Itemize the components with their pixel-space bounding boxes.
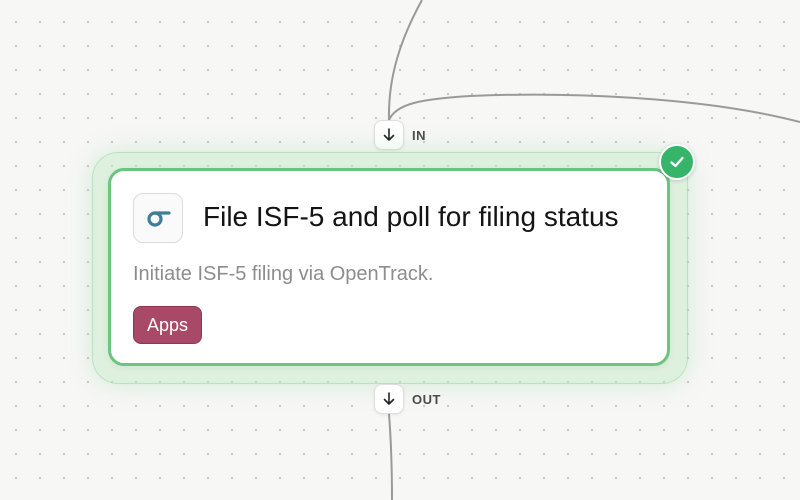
input-port-button[interactable]	[374, 120, 404, 150]
opentrack-app-icon	[133, 193, 183, 243]
check-icon	[670, 156, 684, 168]
workflow-node-card[interactable]: File ISF-5 and poll for filing status In…	[108, 168, 670, 366]
input-port-label: IN	[412, 127, 426, 143]
node-description: Initiate ISF-5 filing via OpenTrack.	[133, 263, 434, 285]
outgoing-edge[interactable]	[388, 413, 393, 500]
input-port: IN	[374, 120, 426, 150]
status-success-badge	[659, 144, 695, 180]
output-port: OUT	[374, 384, 441, 414]
output-port-label: OUT	[412, 391, 441, 407]
node-category-tag[interactable]: Apps	[133, 306, 203, 344]
output-port-button[interactable]	[374, 384, 404, 414]
sigma-icon	[147, 211, 171, 227]
arrow-down-icon	[383, 128, 395, 141]
incoming-edge-right[interactable]	[388, 93, 800, 123]
arrow-down-icon	[383, 392, 395, 405]
node-title: File ISF-5 and poll for filing status	[203, 201, 619, 232]
incoming-edge-top[interactable]	[387, 0, 423, 121]
